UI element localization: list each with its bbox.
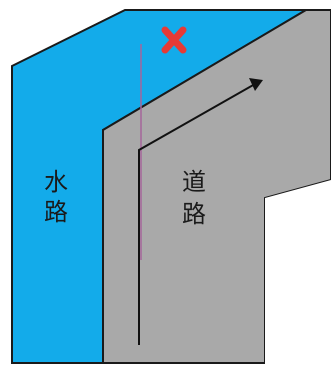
road-label-char-2: 路: [182, 200, 206, 228]
inner-area: [265, 180, 331, 366]
path-arrow-head: [249, 78, 263, 91]
path-arrow-line: [138, 83, 256, 345]
x-mark-icon: [161, 26, 187, 54]
road-label-char-1: 道: [182, 168, 206, 196]
waterway-label-char-1: 水: [44, 168, 68, 196]
waterway-label-char-2: 路: [44, 198, 68, 226]
